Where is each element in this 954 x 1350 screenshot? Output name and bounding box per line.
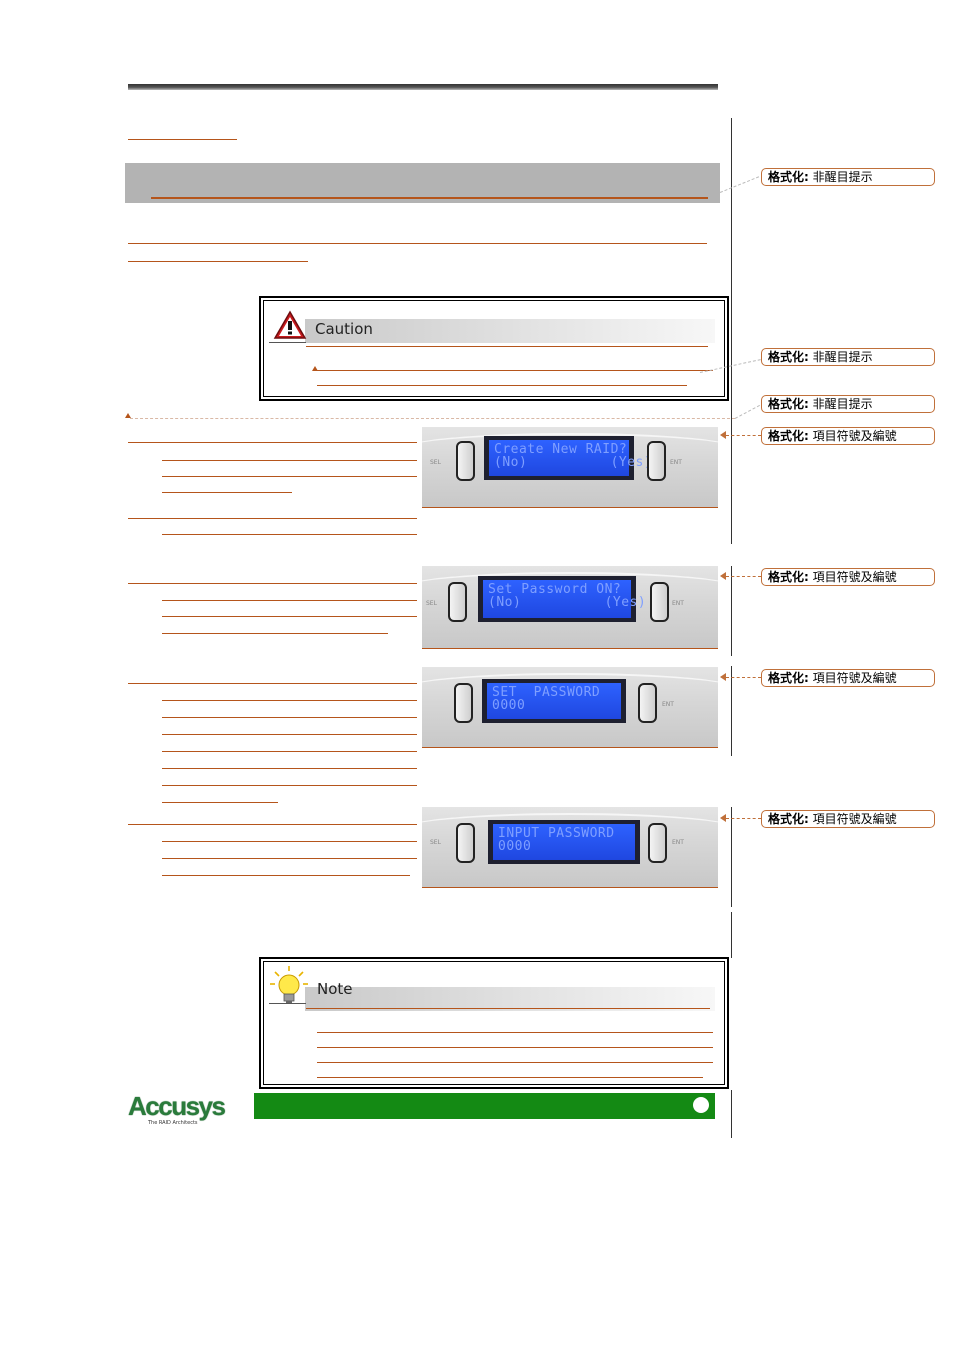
lcd-panel-input-password: SEL INPUT PASSWORD 0000 ENT (422, 807, 718, 888)
note-title: Note (317, 980, 353, 998)
caution-title: Caution (315, 320, 373, 338)
section-heading-underline (151, 197, 708, 199)
comment-balloon: 格式化: 非醒目提示 (761, 395, 935, 413)
comment-leader (130, 418, 735, 419)
lcd-right-button (638, 683, 657, 723)
step-line (162, 734, 417, 735)
step-line (162, 717, 417, 718)
comment-balloon: 格式化: 非醒目提示 (761, 168, 935, 186)
section-heading-bar (125, 163, 720, 203)
lcd-right-button (648, 823, 667, 863)
lcd-panel-create-raid: SEL Create New RAID? (No) (Yes) ENT (422, 427, 718, 508)
comment-leader (734, 404, 760, 419)
step-line (162, 858, 417, 859)
change-bar (731, 666, 732, 756)
step-line (162, 751, 417, 752)
step-line (162, 841, 417, 842)
revised-text-line (317, 1077, 703, 1078)
change-bar (731, 566, 732, 656)
lcd-panel-set-password-on: SEL Set Password ON? (No) (Yes) ENT (422, 566, 718, 649)
revision-mark (312, 366, 318, 371)
lcd-text: INPUT PASSWORD 0000 (493, 824, 635, 860)
logo-tagline: The RAID Architects (148, 1120, 198, 1126)
step-line (162, 768, 417, 769)
step-line (162, 785, 417, 786)
comment-balloon: 格式化: 項目符號及編號 (761, 669, 935, 687)
lcd-screen: Set Password ON? (No) (Yes) (478, 576, 646, 622)
caution-title-underline (269, 342, 306, 343)
lcd-left-button (456, 441, 475, 481)
page-number-dot (693, 1097, 709, 1113)
step-line (128, 442, 417, 443)
comment-arrow (720, 814, 726, 822)
comment-leader (719, 176, 760, 193)
change-bar (731, 1090, 732, 1138)
revised-text-line (317, 1062, 713, 1063)
step-line (162, 633, 388, 634)
caution-title-underline (306, 346, 708, 347)
step-line (162, 460, 417, 461)
revised-text-line (317, 370, 713, 371)
note-title-band (305, 987, 715, 1011)
comment-arrow (720, 572, 726, 580)
lcd-left-button (456, 823, 475, 863)
revised-text-line (317, 1047, 713, 1048)
lcd-text: Create New RAID? (No) (Yes) (489, 440, 652, 476)
lcd-panel-set-password: SET PASSWORD 0000 ENT (422, 667, 718, 748)
comment-balloon: 格式化: 非醒目提示 (761, 348, 935, 366)
footer-bar (254, 1093, 715, 1119)
comment-arrow (720, 431, 726, 439)
step-line (162, 492, 292, 493)
step-line (162, 700, 417, 701)
comment-leader (726, 818, 761, 819)
step-line (162, 802, 278, 803)
lcd-screen: INPUT PASSWORD 0000 (488, 820, 640, 864)
header-rule (128, 84, 718, 90)
lcd-screen: Create New RAID? (No) (Yes) (484, 436, 652, 480)
revised-text-line (128, 243, 707, 244)
comment-leader (726, 435, 761, 436)
lcd-left-button (448, 582, 467, 622)
comment-arrow (720, 673, 726, 681)
comment-leader (726, 576, 761, 577)
lcd-text: Set Password ON? (No) (Yes) (483, 580, 646, 618)
step-line (162, 476, 417, 477)
revised-text-line (317, 1032, 713, 1033)
warning-icon (273, 310, 307, 339)
note-title-underline (306, 1008, 710, 1009)
light-bulb-icon (270, 966, 308, 1004)
step-line (162, 875, 410, 876)
revised-text-line (317, 385, 687, 386)
caution-title-band (305, 319, 715, 343)
accusys-logo: Accusys The RAID Architects (128, 1091, 226, 1129)
lcd-left-button (454, 683, 473, 723)
step-line (128, 824, 417, 825)
caution-box: Caution (259, 296, 729, 401)
note-title-underline (269, 1003, 306, 1004)
lcd-right-button (650, 582, 669, 622)
step-line (128, 518, 417, 519)
change-bar (731, 118, 732, 544)
lcd-text: SET PASSWORD 0000 (487, 683, 621, 719)
change-bar (731, 912, 732, 958)
comment-balloon: 格式化: 項目符號及編號 (761, 568, 935, 586)
revised-text-line (128, 261, 308, 262)
revision-mark (125, 413, 131, 418)
change-bar (731, 807, 732, 907)
logo-text: Accusys (128, 1091, 226, 1121)
comment-leader (726, 677, 761, 678)
step-line (128, 683, 417, 684)
comment-balloon: 格式化: 項目符號及編號 (761, 427, 935, 445)
step-line (162, 600, 417, 601)
revised-heading (128, 139, 237, 140)
lcd-screen: SET PASSWORD 0000 (482, 679, 626, 723)
step-line (128, 583, 417, 584)
step-line (162, 534, 417, 535)
lcd-right-button (647, 441, 666, 481)
comment-balloon: 格式化: 項目符號及編號 (761, 810, 935, 828)
step-line (162, 616, 417, 617)
note-box: Note (259, 957, 729, 1089)
